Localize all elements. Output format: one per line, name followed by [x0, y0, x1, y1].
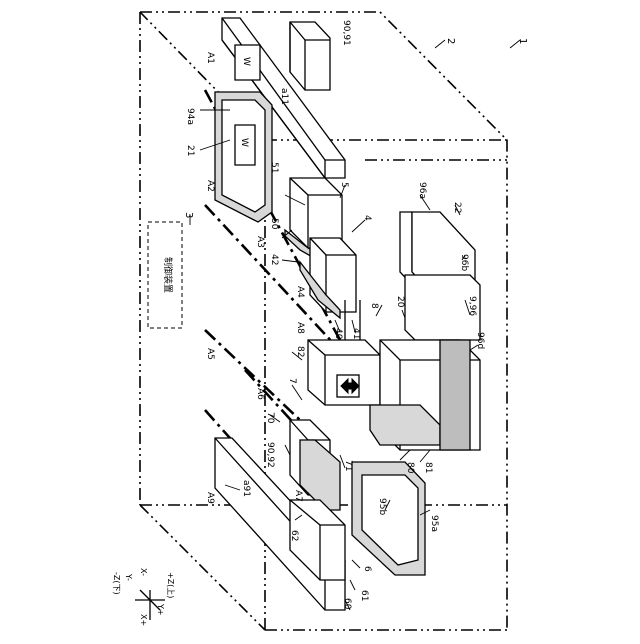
label-8: 8	[369, 303, 379, 309]
label-4: 4	[362, 215, 372, 221]
label-W-mid: W	[239, 138, 249, 147]
label-95b: 95b	[377, 498, 387, 515]
label-W-top: W	[241, 57, 251, 66]
label-82: 82	[295, 346, 305, 357]
tray-94a	[215, 92, 272, 222]
label-A9: A9	[205, 492, 215, 504]
tray-95	[352, 462, 425, 575]
axes-labels: +Z(上) -Z(下) X+ X- Y+ Y-	[112, 568, 175, 626]
label-51: 51	[269, 162, 279, 173]
label-95a: 95a	[429, 515, 439, 532]
control-device-box: 制御装置	[148, 222, 182, 328]
label-3: 3	[183, 212, 194, 218]
label-50: 50	[269, 218, 279, 230]
axis-y-minus: Y-	[124, 573, 133, 581]
label-62: 62	[289, 530, 299, 541]
cassette-96	[400, 212, 480, 340]
control-device-text: 制御装置	[162, 257, 174, 293]
axis-z-down: -Z(下)	[112, 572, 121, 595]
label-70: 70	[265, 412, 275, 424]
label-A7: A7	[293, 490, 303, 502]
label-96b: 96b	[459, 254, 469, 271]
label-2: 2	[445, 38, 456, 44]
block-90-91	[290, 22, 330, 90]
axis-x-minus: X-	[139, 568, 148, 576]
label-42: 42	[269, 254, 279, 265]
label-81: 81	[423, 462, 433, 473]
label-61: 61	[359, 590, 369, 601]
label-21: 21	[185, 145, 195, 156]
axis-z-up: +Z(上)	[166, 572, 175, 598]
label-5: 5	[339, 182, 349, 188]
label-a11: a11	[279, 88, 289, 105]
label-9-96: 9,96	[467, 296, 477, 316]
label-96d: 96d	[475, 332, 485, 349]
label-6: 6	[362, 566, 372, 572]
label-1: 1	[517, 38, 528, 44]
label-A5: A5	[205, 348, 215, 360]
label-20: 20	[395, 296, 405, 308]
label-A1: A1	[205, 52, 215, 64]
label-94a: 94a	[185, 108, 195, 125]
label-60: 60	[342, 598, 352, 610]
label-80: 80	[405, 462, 415, 474]
label-41: 41	[351, 328, 361, 339]
label-7: 7	[287, 378, 297, 384]
label-A3: A3	[255, 236, 265, 248]
label-a91: a91	[241, 480, 251, 497]
axis-y-plus: Y+	[156, 603, 165, 616]
label-22: 22	[452, 202, 462, 213]
label-40: 40	[333, 328, 343, 340]
label-A2: A2	[205, 180, 215, 192]
label-A8: A8	[295, 322, 305, 334]
label-90-92: 90,92	[265, 442, 275, 468]
label-90-91: 90,91	[341, 20, 351, 46]
label-71: 71	[343, 460, 353, 471]
label-A4: A4	[295, 286, 305, 298]
label-A6: A6	[255, 388, 265, 400]
label-96a: 96a	[417, 182, 427, 199]
axis-x-plus: X+	[139, 614, 148, 626]
